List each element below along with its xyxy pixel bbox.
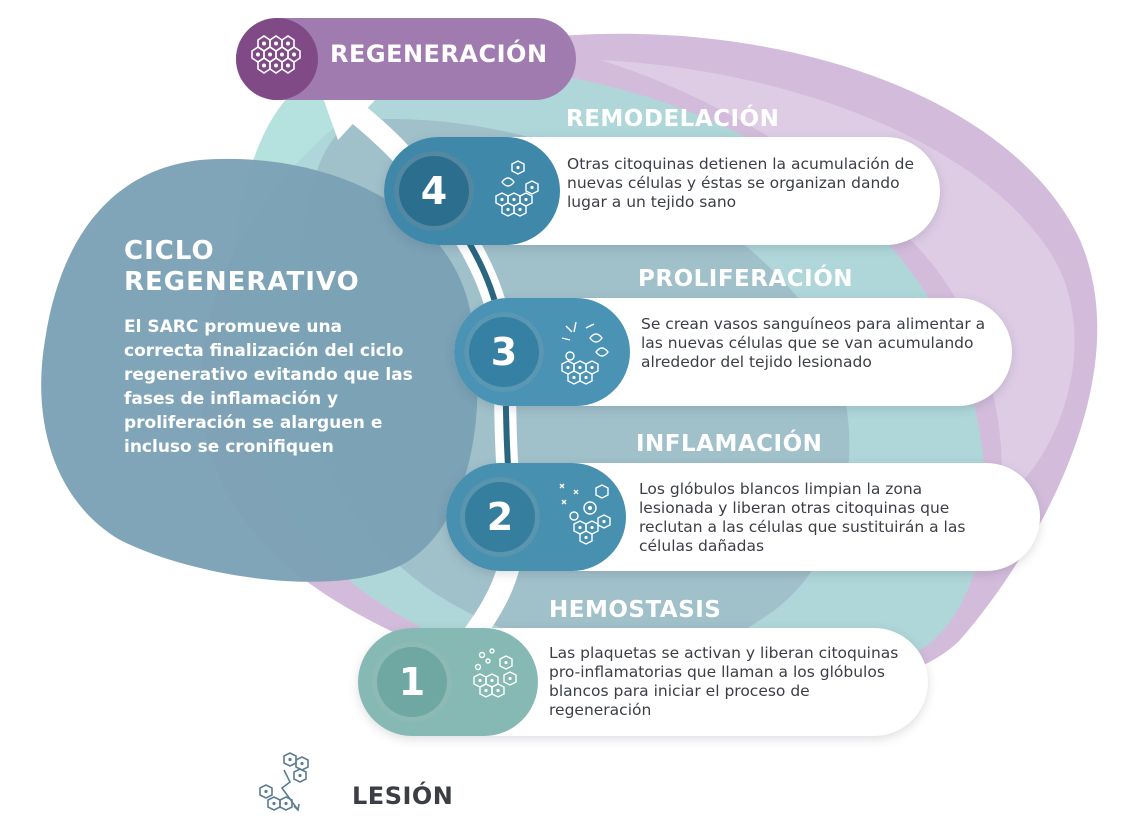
phase-text-hemostasis: Las plaquetas se activan y liberan citoq… [549, 644, 899, 719]
cells-inflammation-icon [559, 483, 611, 545]
phase-number-2: 2 [460, 477, 540, 557]
cycle-blob [41, 158, 478, 582]
phase-title-hemostasis: HEMOSTASIS [549, 597, 722, 623]
broken-cells-icon [259, 752, 309, 812]
phase-title-remodelacion: REMODELACIÓN [566, 106, 780, 132]
regeneration-title: REGENERACIÓN [330, 40, 548, 68]
lesion-label: LESIÓN [352, 782, 454, 810]
phase-text-proliferacion: Se crean vasos sanguíneos para alimentar… [641, 315, 986, 371]
phase-text-inflamacion: Los glóbulos blancos limpian la zona les… [639, 480, 966, 555]
regeneration-icon-circle [236, 18, 318, 100]
phase-number-3: 3 [464, 312, 544, 392]
cycle-description: El SARC promueve una correcta finalizaci… [124, 317, 413, 457]
lavender-overlay [600, 60, 1075, 500]
phase-number-1: 1 [372, 642, 452, 722]
phase-text-remodelacion: Otras citoquinas detienen la acumulación… [567, 155, 914, 211]
cells-organized-icon [495, 160, 539, 217]
phase-number-4: 4 [394, 151, 474, 231]
phase-title-inflamacion: INFLAMACIÓN [636, 431, 823, 457]
cells-platelets-icon [473, 648, 517, 698]
cells-vessels-icon [561, 321, 609, 385]
cycle-title: CICLO REGENERATIVO [124, 236, 360, 297]
phase-title-proliferacion: PROLIFERACIÓN [638, 266, 854, 292]
hexagon-cluster-icon [251, 35, 301, 74]
